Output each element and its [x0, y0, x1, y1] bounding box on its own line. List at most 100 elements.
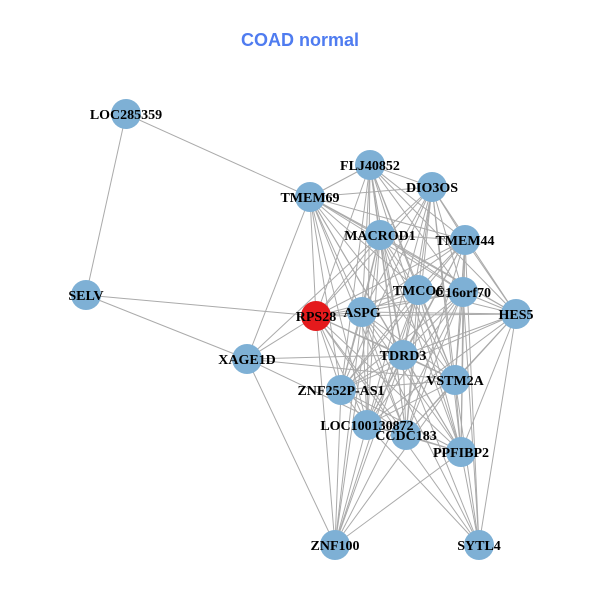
- edge-TMEM69-LOC100130872: [309, 196, 368, 426]
- edge-TMEM69-ASPG: [309, 196, 363, 313]
- edge-ZNF100-ASPG: [334, 311, 363, 546]
- edge-SELV-RPS28: [85, 294, 317, 317]
- node-PPFIBP2[interactable]: [446, 437, 476, 467]
- edge-FLJ40852-ZNF252P-AS1: [340, 164, 371, 391]
- edge-TMCO6-VSTM2A: [417, 289, 456, 381]
- node-C16orf70[interactable]: [448, 277, 478, 307]
- node-label: FLJ40852: [340, 159, 400, 174]
- node-HES5[interactable]: [501, 299, 531, 329]
- edge-TMEM44-CCDC183: [405, 239, 466, 436]
- edge-FLJ40852-C16orf70: [369, 164, 464, 293]
- node-TMEM44[interactable]: [450, 225, 480, 255]
- node-DIO3OS[interactable]: [417, 172, 447, 202]
- edge-VSTM2A-ZNF252P-AS1: [340, 379, 456, 391]
- edge-C16orf70-CCDC183: [405, 291, 464, 436]
- node-VSTM2A[interactable]: [440, 365, 470, 395]
- edge-MACROD1-PPFIBP2: [379, 234, 462, 453]
- edge-TMEM69-RPS28: [309, 196, 317, 317]
- edge-SYTL4-PPFIBP2: [460, 451, 480, 546]
- node-FLJ40852[interactable]: [355, 150, 385, 180]
- edge-XAGE1D-TDRD3: [246, 354, 404, 360]
- node-label: XAGE1D: [218, 353, 276, 368]
- node-label: TDRD3: [380, 349, 427, 364]
- edge-TMEM44-RPS28: [315, 239, 466, 317]
- edge-MACROD1-HES5: [379, 234, 517, 315]
- edge-TMCO6-ZNF252P-AS1: [340, 289, 419, 391]
- node-LOC285359[interactable]: [111, 99, 141, 129]
- node-label: TMEM69: [280, 191, 339, 206]
- node-ASPG[interactable]: [347, 297, 377, 327]
- edge-TMEM69-VSTM2A: [309, 196, 456, 381]
- edge-HES5-LOC100130872: [366, 313, 517, 426]
- node-label: MACROD1: [344, 229, 416, 244]
- edge-SYTL4-ASPG: [361, 311, 480, 546]
- node-TMCO6[interactable]: [403, 275, 433, 305]
- edge-HES5-ASPG: [361, 311, 517, 315]
- edge-MACROD1-C16orf70: [379, 234, 464, 293]
- edge-MACROD1-TDRD3: [379, 234, 404, 356]
- node-label: RPS28: [296, 310, 336, 325]
- edge-DIO3OS-LOC100130872: [366, 186, 433, 426]
- node-SELV[interactable]: [71, 280, 101, 310]
- edge-SYTL4-HES5: [478, 313, 517, 546]
- edge-MACROD1-VSTM2A: [379, 234, 456, 381]
- edge-XAGE1D-MACROD1: [246, 234, 381, 360]
- edge-SYTL4-TDRD3: [402, 354, 480, 546]
- node-label: C16orf70: [435, 286, 491, 301]
- node-LOC100130872[interactable]: [352, 410, 382, 440]
- edge-SYTL4-LOC100130872: [366, 424, 480, 546]
- node-CCDC183[interactable]: [391, 420, 421, 450]
- node-ZNF100[interactable]: [320, 530, 350, 560]
- node-label: DIO3OS: [406, 181, 458, 196]
- node-label: ASPG: [343, 306, 380, 321]
- edge-ZNF100-PPFIBP2: [334, 451, 462, 546]
- edge-ZNF100-RPS28: [315, 315, 336, 546]
- edge-HES5-PPFIBP2: [460, 313, 517, 453]
- edge-LOC285359-TMEM69: [125, 113, 311, 198]
- edge-ZNF100-ZNF252P-AS1: [334, 389, 342, 546]
- node-TMEM69[interactable]: [295, 182, 325, 212]
- edge-RPS28-CCDC183: [315, 315, 407, 436]
- edge-TDRD3-PPFIBP2: [402, 354, 462, 453]
- edge-ASPG-PPFIBP2: [361, 311, 462, 453]
- edge-XAGE1D-TMEM69: [246, 196, 311, 360]
- node-label: HES5: [498, 308, 533, 323]
- node-XAGE1D[interactable]: [232, 344, 262, 374]
- edge-ASPG-CCDC183: [361, 311, 407, 436]
- node-label: CCDC183: [375, 429, 436, 444]
- edge-DIO3OS-TMCO6: [417, 186, 433, 291]
- chart-title: COAD normal: [240, 30, 359, 50]
- edge-ASPG-LOC100130872: [361, 311, 368, 426]
- edge-FLJ40852-TDRD3: [369, 164, 404, 356]
- node-label: LOC285359: [90, 108, 162, 123]
- edge-HES5-ZNF252P-AS1: [340, 313, 517, 391]
- node-label: SELV: [68, 289, 103, 304]
- edge-MACROD1-RPS28: [315, 234, 381, 317]
- edge-HES5-TDRD3: [402, 313, 517, 356]
- edge-SELV-XAGE1D: [85, 294, 248, 360]
- edge-DIO3OS-ASPG: [361, 186, 433, 313]
- edge-MACROD1-LOC100130872: [366, 234, 381, 426]
- node-TDRD3[interactable]: [388, 340, 418, 370]
- edge-TMEM69-TMEM44: [309, 196, 466, 241]
- node-ZNF252P-AS1[interactable]: [326, 375, 356, 405]
- edge-FLJ40852-VSTM2A: [369, 164, 456, 381]
- edge-DIO3OS-PPFIBP2: [431, 186, 462, 453]
- edge-VSTM2A-LOC100130872: [366, 379, 456, 426]
- edge-RPS28-LOC100130872: [315, 315, 368, 426]
- edge-XAGE1D-ZNF100: [246, 358, 336, 546]
- edge-DIO3OS-TMEM69: [309, 186, 433, 198]
- node-label: TMEM44: [435, 234, 494, 249]
- node-label: ZNF100: [311, 539, 360, 554]
- node-RPS28[interactable]: [301, 301, 331, 331]
- edge-DIO3OS-C16orf70: [431, 186, 464, 293]
- node-MACROD1[interactable]: [365, 220, 395, 250]
- node-label: TMCO6: [393, 284, 444, 299]
- node-label: ZNF252P-AS1: [297, 384, 384, 399]
- node-SYTL4[interactable]: [464, 530, 494, 560]
- edge-ZNF100-LOC100130872: [334, 424, 368, 546]
- node-label: VSTM2A: [426, 374, 484, 389]
- node-label: SYTL4: [457, 539, 501, 554]
